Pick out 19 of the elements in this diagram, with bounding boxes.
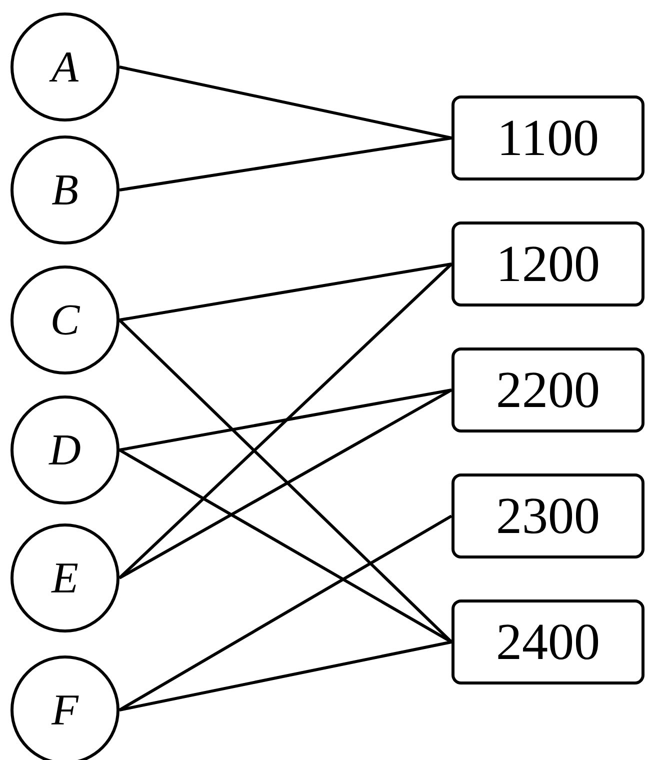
circle-node: A [10,12,120,122]
circle-node: D [10,396,120,504]
number-box: 2300 [452,474,644,558]
connector-line [119,136,452,192]
connector-line [118,514,452,712]
connector-line [118,262,453,580]
connector-line [119,640,452,712]
connector-line [118,388,452,580]
circle-node: B [10,136,120,244]
circle-node: E [10,524,120,632]
number-box: 1100 [452,96,644,180]
number-box: 1200 [452,222,644,306]
number-box: 2200 [452,348,644,432]
number-box: 2400 [452,600,644,684]
circle-node: C [10,266,120,374]
connector-line [119,388,452,452]
connector-line [119,66,452,140]
connector-line [119,262,452,322]
connector-line [118,318,453,644]
